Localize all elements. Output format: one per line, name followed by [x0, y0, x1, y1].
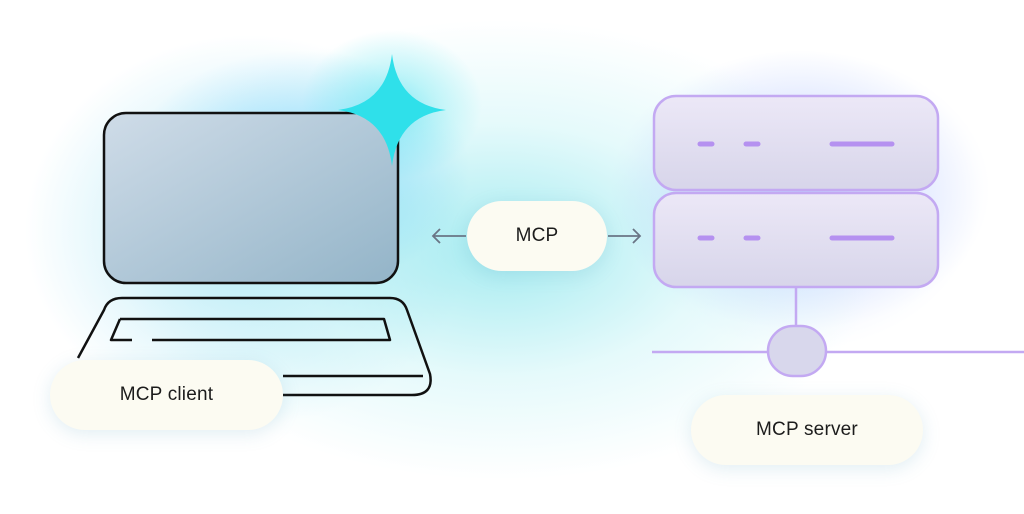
laptop-keyboard-left [109, 318, 132, 342]
laptop-icon [76, 111, 432, 397]
mcp-server-label: MCP server [691, 395, 923, 465]
mcp-client-label: MCP client [50, 360, 283, 430]
mcp-protocol-text: MCP [515, 225, 559, 246]
bidirectional-arrows [431, 228, 642, 244]
mcp-client-text: MCP client [119, 384, 214, 405]
laptop-keyboard [120, 317, 392, 342]
laptop-screen [102, 111, 400, 285]
server-unit-top [652, 94, 940, 192]
server-rack-icon [652, 94, 1024, 378]
mcp-protocol-label: MCP [467, 201, 607, 271]
arrow-left-icon [431, 228, 441, 244]
laptop-base-left [76, 296, 123, 359]
network-node [766, 324, 828, 378]
arrow-right-icon [632, 228, 642, 244]
sparkle-icon [338, 54, 446, 166]
laptop-base [122, 296, 432, 397]
server-unit-bottom [652, 191, 940, 289]
mcp-server-text: MCP server [756, 419, 858, 440]
